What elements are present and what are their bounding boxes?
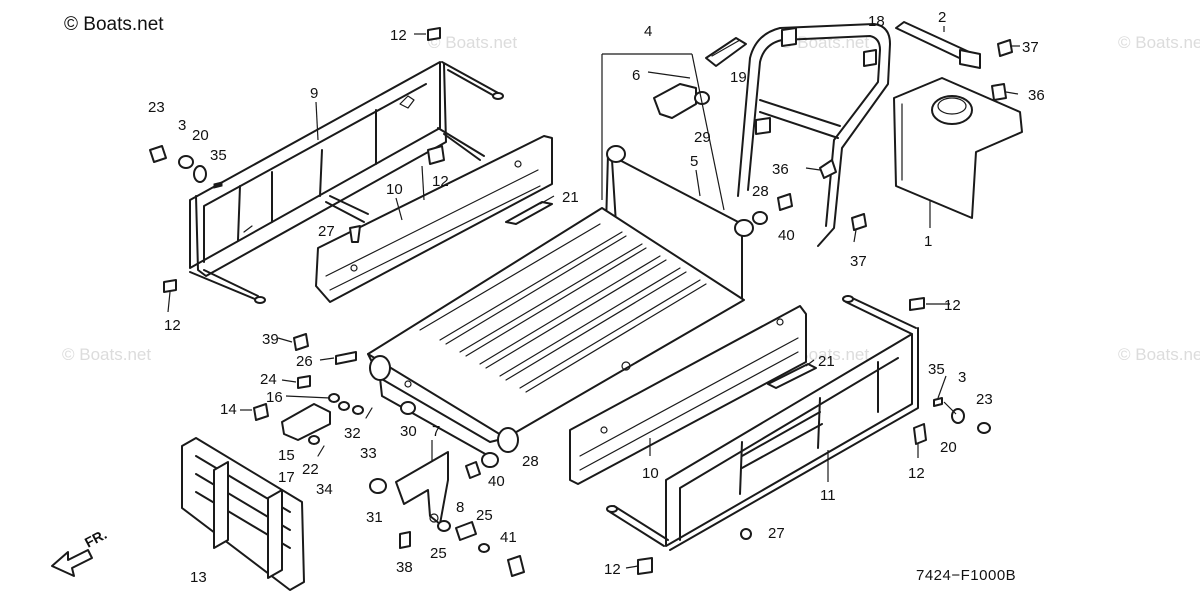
callout-36b: 36 (772, 161, 789, 178)
callout-24: 24 (260, 371, 277, 388)
left-rack-frame (189, 61, 504, 304)
callout-9: 9 (310, 85, 318, 102)
tailgate (181, 437, 305, 591)
cover (893, 77, 1023, 219)
callout-12b: 12 (432, 173, 449, 190)
callout-21a: 21 (562, 189, 579, 206)
callout-10b: 10 (642, 465, 659, 482)
front-direction-label: FR. (82, 526, 109, 551)
callout-7: 7 (432, 423, 440, 440)
callout-14: 14 (220, 401, 237, 418)
callout-30: 30 (400, 423, 417, 440)
callout-6: 6 (632, 67, 640, 84)
callout-37a: 37 (1022, 39, 1039, 56)
callout-28a: 28 (752, 183, 769, 200)
callout-5: 5 (690, 153, 698, 170)
callout-15: 15 (278, 447, 295, 464)
callout-20a: 20 (192, 127, 209, 144)
callout-23b: 23 (976, 391, 993, 408)
callout-1: 1 (924, 233, 932, 250)
callout-12f: 12 (604, 561, 621, 578)
callout-35a: 35 (210, 147, 227, 164)
roll-bar (737, 23, 891, 247)
grip-and-bracket (653, 37, 747, 119)
callout-38: 38 (396, 559, 413, 576)
callout-10a: 10 (386, 181, 403, 198)
callout-27b: 27 (768, 525, 785, 542)
callout-40b: 40 (488, 473, 505, 490)
callout-27a: 27 (318, 223, 335, 240)
right-rack-frame (606, 295, 919, 551)
callout-13: 13 (190, 569, 207, 586)
callout-3b: 3 (958, 369, 966, 386)
hardware (149, 27, 1013, 577)
callout-33: 33 (360, 445, 377, 462)
watermarks: © Boats.net © Boats.net © Boats.net © Bo… (62, 33, 1200, 364)
callout-25b: 25 (430, 545, 447, 562)
callout-2: 2 (938, 9, 946, 26)
callout-34: 34 (316, 481, 333, 498)
callout-16: 16 (266, 389, 283, 406)
callout-22: 22 (302, 461, 319, 478)
callout-31: 31 (366, 509, 383, 526)
callout-41: 41 (500, 529, 517, 546)
watermark-1: © Boats.net (428, 33, 517, 52)
callout-17: 17 (278, 469, 295, 486)
left-side-panel (315, 135, 553, 303)
callout-32: 32 (344, 425, 361, 442)
right-side-panel (569, 305, 817, 485)
stay-bar (895, 21, 981, 69)
callout-23a: 23 (148, 99, 165, 116)
watermark-3: © Boats.net (1118, 33, 1200, 52)
callout-21b: 21 (818, 353, 835, 370)
callout-39: 39 (262, 331, 279, 348)
cargo-bed (367, 145, 754, 461)
callout-25a: 25 (476, 507, 493, 524)
callout-18: 18 (868, 13, 885, 30)
callout-12c: 12 (164, 317, 181, 334)
callout-12e: 12 (908, 465, 925, 482)
callout-29: 29 (694, 129, 711, 146)
brand-label: © Boats.net (64, 14, 164, 35)
callout-19: 19 (730, 69, 747, 86)
front-direction-arrow: FR. (51, 526, 109, 577)
callout-35b: 35 (928, 361, 945, 378)
callout-40a: 40 (778, 227, 795, 244)
callout-4: 4 (644, 23, 652, 40)
watermark-4: © Boats.net (62, 345, 151, 364)
leader-lines (167, 26, 1020, 569)
callout-8: 8 (456, 499, 464, 516)
hinge-bracket (395, 451, 449, 525)
callout-37b: 37 (850, 253, 867, 270)
callout-11: 11 (820, 487, 836, 504)
callout-26: 26 (296, 353, 313, 370)
callout-20b: 20 (940, 439, 957, 456)
diagram-code: 7424−F1000B (916, 567, 1016, 584)
callout-3a: 3 (178, 117, 186, 134)
callout-12a: 12 (390, 27, 407, 44)
callout-labels: 1 2 3 3 4 5 6 7 8 9 10 10 11 12 12 12 12… (148, 9, 1045, 586)
callout-12d: 12 (944, 297, 961, 314)
callout-28b: 28 (522, 453, 539, 470)
callout-36a: 36 (1028, 87, 1045, 104)
watermark-7: © Boats.net (1118, 345, 1200, 364)
